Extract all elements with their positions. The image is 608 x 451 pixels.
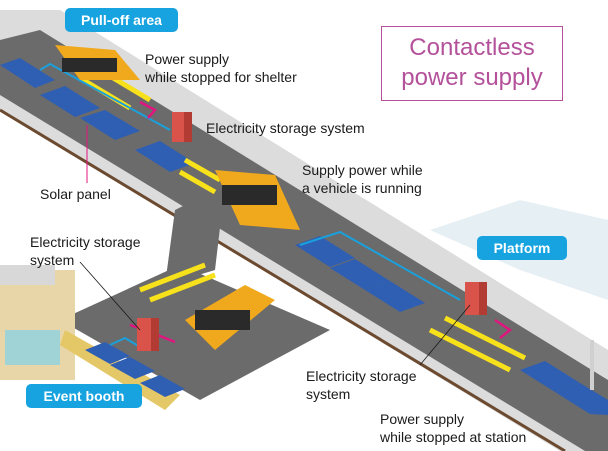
bus-pull-off: [55, 45, 140, 80]
label-storage-right: Electricity storage system: [306, 368, 417, 402]
diagram-title: Contactless power supply: [381, 26, 563, 101]
label-storage-left: Electricity storage system: [30, 234, 141, 268]
solar-panel: [520, 361, 580, 392]
label-shelter-supply: Power supply while stopped for shelter: [145, 51, 297, 85]
leader-storage-left: [79, 261, 141, 331]
solar-panel: [0, 58, 55, 88]
branch-road: [165, 185, 225, 285]
solar-panel: [40, 86, 100, 117]
parking-lot: [60, 265, 330, 400]
leader-storage-right: [419, 304, 471, 366]
solar-panel: [140, 375, 185, 397]
label-solar-panel: Solar panel: [40, 186, 111, 202]
solar-panel: [85, 342, 130, 364]
label-storage-top: Electricity storage system: [206, 120, 365, 136]
solar-panel: [295, 236, 355, 267]
label-station-supply: Power supply while stopped at station: [380, 411, 527, 445]
storage-unit-left: [137, 318, 159, 351]
solar-panel: [110, 357, 155, 379]
solar-panel: [135, 141, 195, 172]
platform-tag: Platform: [477, 236, 567, 260]
platform-pole: [590, 340, 594, 390]
event-booth-tag: Event booth: [26, 384, 142, 408]
solar-panel: [365, 281, 425, 312]
solar-panels: [0, 58, 608, 415]
solar-panel: [555, 383, 608, 415]
solar-panel: [80, 110, 140, 140]
road-edge: [0, 108, 566, 451]
pull-off-area-tag: Pull-off area: [65, 8, 178, 32]
storage-unit-top: [172, 112, 192, 142]
solar-panel: [330, 259, 390, 290]
label-running-supply: Supply power while a vehicle is running: [302, 162, 423, 196]
bus-parked: [185, 285, 275, 350]
bus-running: [215, 170, 300, 230]
storage-unit-right: [465, 282, 487, 315]
